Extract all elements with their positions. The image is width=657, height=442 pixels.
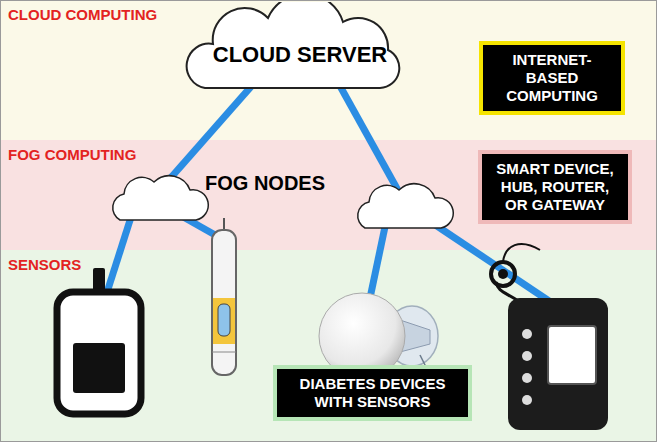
band-heading: CLOUD COMPUTING <box>8 6 157 23</box>
cloud-band: CLOUD COMPUTING CLOUD SERVER INTERNET-BASE… <box>0 0 657 140</box>
box-text: INTERNET-BASED COMPUTING <box>491 51 613 105</box>
fog-cloud <box>113 176 209 220</box>
insulin-pump <box>491 244 608 430</box>
devices-box: DIABETES DEVICES WITH SENSORS <box>273 365 472 421</box>
band-heading: FOG COMPUTING <box>8 146 136 163</box>
sensor-band-ground <box>0 250 657 442</box>
group-label: FOG NODES <box>205 172 325 195</box>
internet-box: INTERNET-BASED COMPUTING <box>479 41 625 115</box>
insulin-pen <box>212 218 236 375</box>
fog-cloud <box>358 184 454 228</box>
cloud-server: CLOUD SERVER <box>175 2 425 94</box>
box-text: SMART DEVICE, HUB, ROUTER, OR GATEWAY <box>490 160 620 214</box>
glucose-meter <box>57 268 141 414</box>
fog-band-ground <box>0 140 657 250</box>
fog-band: FOG COMPUTING SMART DEVICE, HUB, ROUTER, … <box>0 140 657 250</box>
box-text: DIABETES DEVICES WITH SENSORS <box>285 375 460 411</box>
sensor-band: SENSORS DIABETES DEVICES WITH SENSORS <box>0 250 657 442</box>
band-heading: SENSORS <box>8 256 81 273</box>
cloud-title: CLOUD SERVER <box>213 42 387 68</box>
gateway-box: SMART DEVICE, HUB, ROUTER, OR GATEWAY <box>478 150 632 224</box>
